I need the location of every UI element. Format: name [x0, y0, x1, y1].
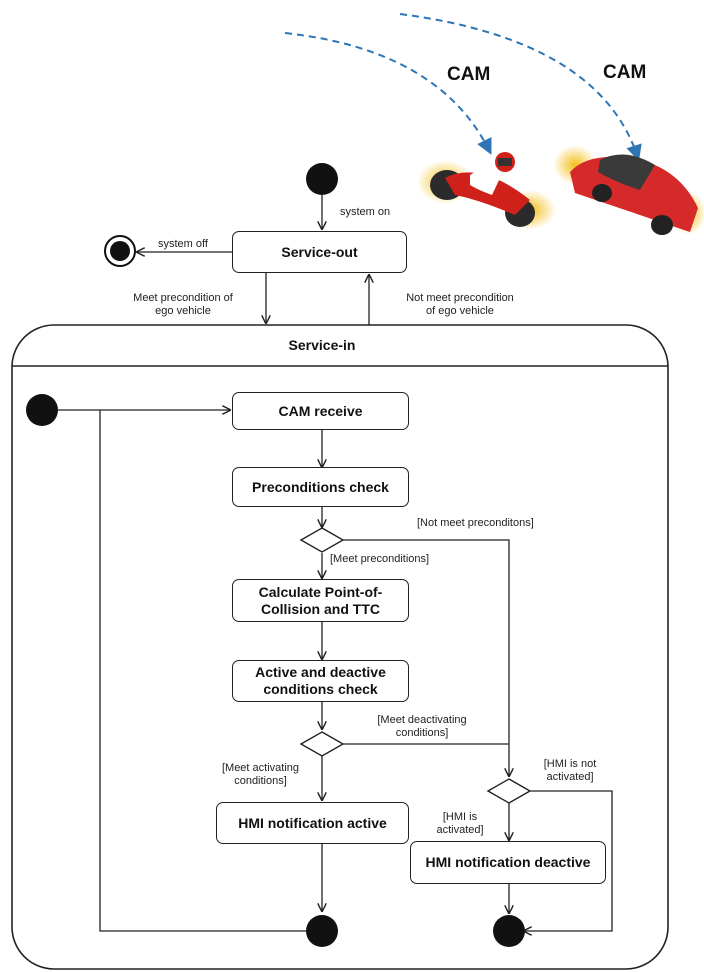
guard-hmi-not-activated-line1: [HMI is not — [543, 758, 597, 770]
guard-meet-activating-line1: [Meet activating — [221, 762, 300, 774]
service-in-title: Service-in — [288, 337, 356, 353]
cam-label-2: CAM — [603, 62, 647, 83]
guard-meet-deactivating-line1: [Meet deactivating — [377, 714, 467, 726]
join-node-right — [493, 915, 525, 947]
label-meet-precondition-ego-line2: ego vehicle — [155, 305, 211, 317]
calculate-collision-state: Calculate Point-of-Collision and TTC — [232, 579, 409, 622]
car-icon — [553, 145, 704, 235]
service-in-container — [11, 324, 669, 970]
decision-hmi-state — [486, 778, 532, 804]
inner-initial-node — [26, 394, 58, 426]
guard-meet-preconditions: [Meet preconditions] — [330, 553, 430, 565]
hmi-active-state: HMI notification active — [216, 802, 409, 844]
guard-hmi-activated-line1: [HMI is — [442, 811, 478, 823]
active-deactive-check-state: Active and deactive conditions check — [232, 660, 409, 702]
preconditions-check-state: Preconditions check — [232, 467, 409, 507]
guard-hmi-not-activated-line2: activated] — [546, 771, 594, 783]
guard-not-meet-preconditions: [Not meet preconditons] — [417, 517, 534, 529]
label-system-on: system on — [340, 206, 391, 218]
guard-hmi-activated: [HMI is activated] — [425, 811, 495, 837]
label-meet-precondition-ego-line1: Meet precondition of — [133, 292, 233, 304]
hmi-deactive-state: HMI notification deactive — [410, 841, 606, 884]
guard-meet-activating: [Meet activating conditions] — [203, 762, 318, 788]
motorcycle-icon — [417, 152, 556, 230]
cam-arrow-1 — [284, 32, 492, 155]
cam-receive-state: CAM receive — [232, 392, 409, 430]
guard-hmi-not-activated: [HMI is not activated] — [530, 758, 610, 784]
guard-meet-deactivating-line2: conditions] — [395, 727, 449, 739]
service-out-state: Service-out — [232, 231, 407, 273]
initial-node — [306, 163, 338, 195]
guard-meet-activating-line2: conditions] — [234, 775, 287, 787]
guard-meet-deactivating: [Meet deactivating conditions] — [357, 714, 487, 740]
label-meet-precondition-ego: Meet precondition of ego vehicle — [108, 292, 258, 318]
join-node-left — [306, 915, 338, 947]
decision-conditions — [299, 731, 345, 757]
label-system-off: system off — [158, 238, 208, 250]
cam-arrow-2 — [399, 13, 642, 162]
label-not-meet-precondition-ego-line1: Not meet precondition — [406, 292, 514, 304]
label-not-meet-precondition-ego-line2: of ego vehicle — [426, 305, 494, 317]
cam-label-1: CAM — [447, 64, 491, 85]
label-not-meet-precondition-ego: Not meet precondition of ego vehicle — [385, 292, 535, 318]
guard-hmi-activated-line2: activated] — [436, 824, 484, 836]
decision-preconditions — [299, 527, 345, 553]
